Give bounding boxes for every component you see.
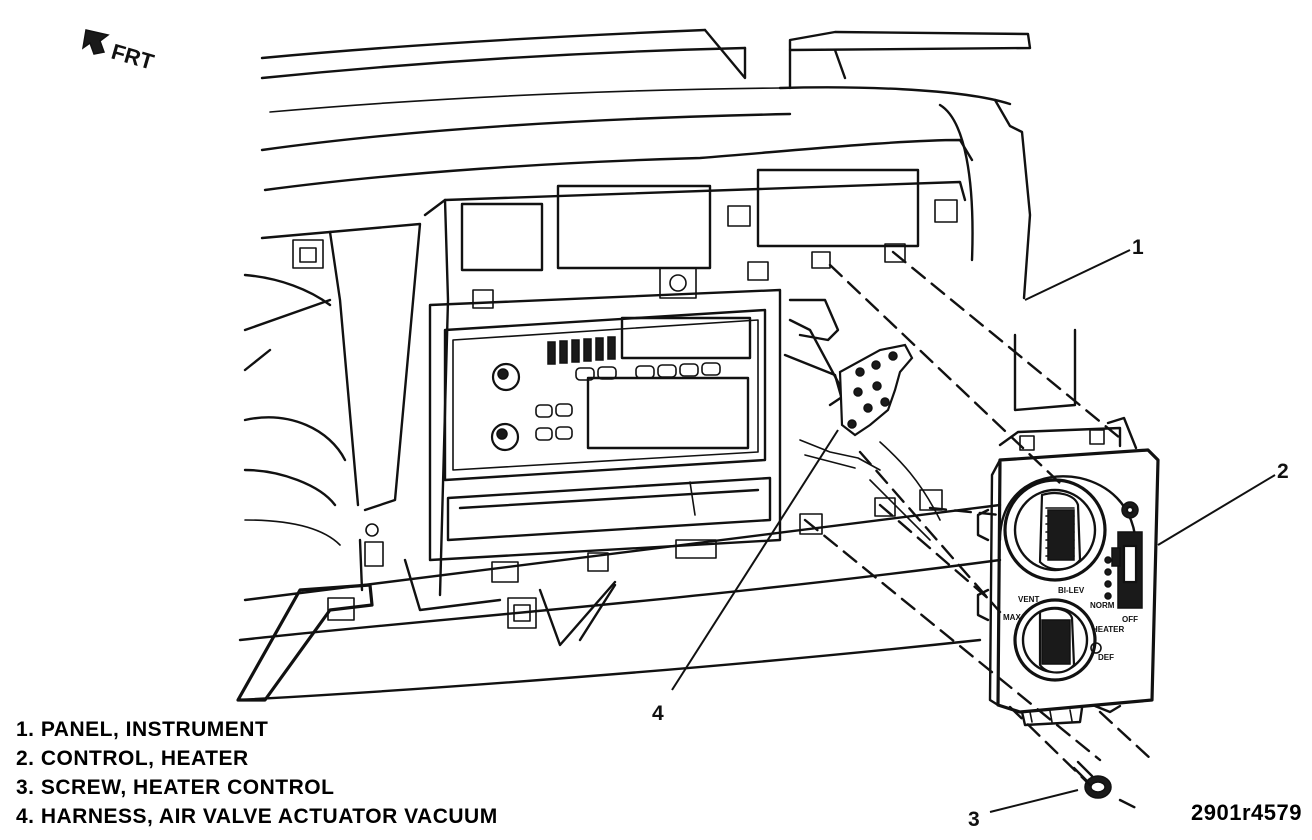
- lower-control-dial: [1013, 598, 1097, 682]
- callout-1: 1: [1132, 236, 1144, 259]
- callouts: 1 2 3 4: [652, 236, 1289, 831]
- callout-4: 4: [652, 702, 664, 725]
- control-label-max: MAX: [1003, 613, 1021, 622]
- leader-1: [1024, 249, 1131, 301]
- callout-2: 2: [1277, 460, 1289, 483]
- radio-unit: [428, 288, 782, 562]
- legend-item-4: 4. HARNESS, AIR VALVE ACTUATOR VACUUM: [16, 805, 498, 828]
- leader-2: [1157, 474, 1276, 546]
- fan-selector-slider: [1104, 501, 1143, 609]
- upper-control-dial: [998, 475, 1137, 582]
- front-arrow-icon: [81, 29, 110, 55]
- radio-buttons: [535, 362, 721, 441]
- instrument-panel: [236, 28, 1077, 702]
- control-label-vent: VENT: [1018, 595, 1039, 604]
- legend-item-2: 2. CONTROL, HEATER: [16, 747, 249, 770]
- leader-4: [671, 429, 839, 691]
- parts-legend: 1. PANEL, INSTRUMENT 2. CONTROL, HEATER …: [16, 715, 498, 831]
- control-label-bilev: BI-LEV: [1058, 586, 1085, 595]
- callout-3: 3: [968, 808, 980, 831]
- control-label-def: DEF: [1098, 653, 1114, 662]
- control-label-heater: HEATER: [1092, 625, 1125, 634]
- alignment-lines: [803, 250, 1154, 812]
- leader-3: [989, 789, 1079, 813]
- legend-item-3: 3. SCREW, HEATER CONTROL: [16, 776, 335, 799]
- control-label-norm: NORM: [1090, 601, 1115, 610]
- front-orientation-indicator: FRT: [81, 29, 158, 75]
- radio-presets: [547, 336, 616, 365]
- heater-control-assembly: VENT BI-LEV MAX NORM HEATER DEF OFF: [976, 416, 1160, 727]
- front-label: FRT: [109, 39, 158, 75]
- figure-id: 2901r4579: [1191, 800, 1302, 825]
- heater-control-screw: [1072, 760, 1112, 799]
- vacuum-harness-connector: [783, 298, 943, 541]
- legend-item-1: 1. PANEL, INSTRUMENT: [16, 718, 269, 741]
- control-label-off: OFF: [1122, 615, 1138, 624]
